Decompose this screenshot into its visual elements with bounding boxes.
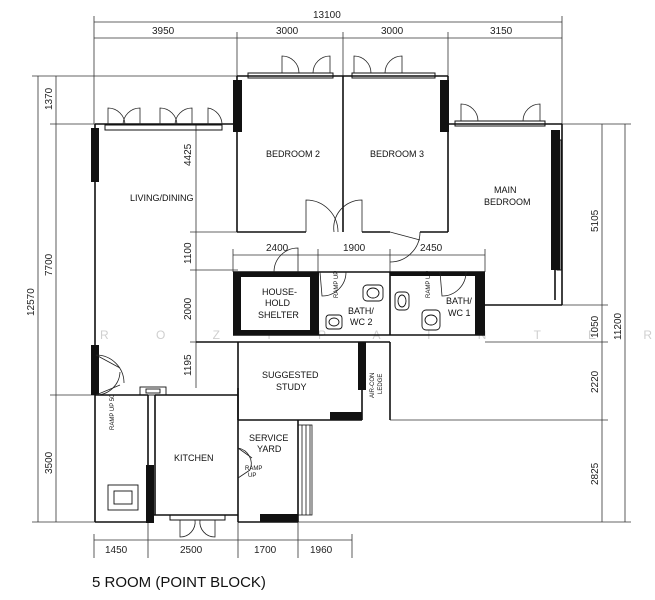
room-bath2-line2: WC 2 [350,317,373,327]
ramp-bath2: RAMP UP [334,271,340,298]
room-bedroom-3: BEDROOM 3 [370,149,424,159]
dimension-line-middle [232,249,486,272]
room-living-dining: LIVING/DINING [130,193,194,203]
dim-top-total: 13100 [313,10,341,21]
dim-right-4: 2825 [590,462,601,485]
dim-left-3: 3500 [44,451,55,474]
room-service-yard-line2: YARD [257,444,282,454]
dim-bottom-4: 1960 [310,545,333,556]
dim-mid-1: 2400 [266,243,289,254]
plan-title: 5 ROOM (POINT BLOCK) [92,574,266,591]
dim-top-3: 3000 [381,26,404,37]
room-study-line2: STUDY [276,382,307,392]
structural-columns [91,80,560,523]
room-service-yard-line1: SERVICE [249,433,288,443]
dim-mid-3: 2450 [420,243,443,254]
dim-top-4: 3150 [490,26,513,37]
dimension-lines-left [32,75,238,523]
dim-top-1: 3950 [152,26,175,37]
walls [94,75,563,523]
dim-inner-4: 1195 [183,354,194,376]
ramp-bath1: RAMP UP [426,271,432,298]
room-bedroom-2: BEDROOM 2 [266,149,320,159]
room-bath1-line1: BATH/ [446,296,472,306]
dim-right-3: 2220 [590,370,601,393]
room-shelter-line2: HOLD [265,298,291,308]
room-kitchen: KITCHEN [174,453,214,463]
room-shelter-line3: SHELTER [258,310,299,320]
sanitary-fixtures [107,284,441,511]
window-swings [107,55,541,538]
dim-bottom-3: 1700 [254,545,277,556]
dim-inner-2: 1100 [183,242,194,264]
room-study-line1: SUGGESTED [262,370,319,380]
dim-bottom-2: 2500 [180,545,203,556]
dimension-lines-right [298,123,631,523]
dim-top-2: 3000 [276,26,299,37]
ramp-service-yard-line2: UP [248,473,256,479]
dim-bottom-1: 1450 [105,545,128,556]
dimension-lines-bottom [93,522,353,558]
room-bath1-line2: WC 1 [448,308,471,318]
room-bath2-line1: BATH/ [348,306,374,316]
ramp-service-yard-line1: RAMP [245,466,262,472]
room-aircon-line2: LEDGE [378,374,384,394]
dim-left-total: 12570 [26,288,37,316]
ramp-entrance: RAMP UP 50 [110,394,116,430]
dim-right-total: 11200 [613,312,624,340]
windows [104,72,562,521]
door-swings [95,199,467,479]
room-aircon-line1: AIR-CON [370,373,376,398]
dim-right-2: 1050 [590,315,601,338]
dim-mid-2: 1900 [343,243,366,254]
dim-inner-3: 2000 [183,297,194,320]
dim-inner-1: 4425 [183,143,194,166]
dim-right-1: 5105 [590,209,601,232]
room-shelter-line1: HOUSE- [262,287,297,297]
drying-rack [297,424,313,516]
room-main-bedroom-line1: MAIN [494,185,517,195]
dim-left-1: 1370 [44,87,55,110]
room-main-bedroom-line2: BEDROOM [484,197,531,207]
dim-left-2: 7700 [44,253,55,276]
